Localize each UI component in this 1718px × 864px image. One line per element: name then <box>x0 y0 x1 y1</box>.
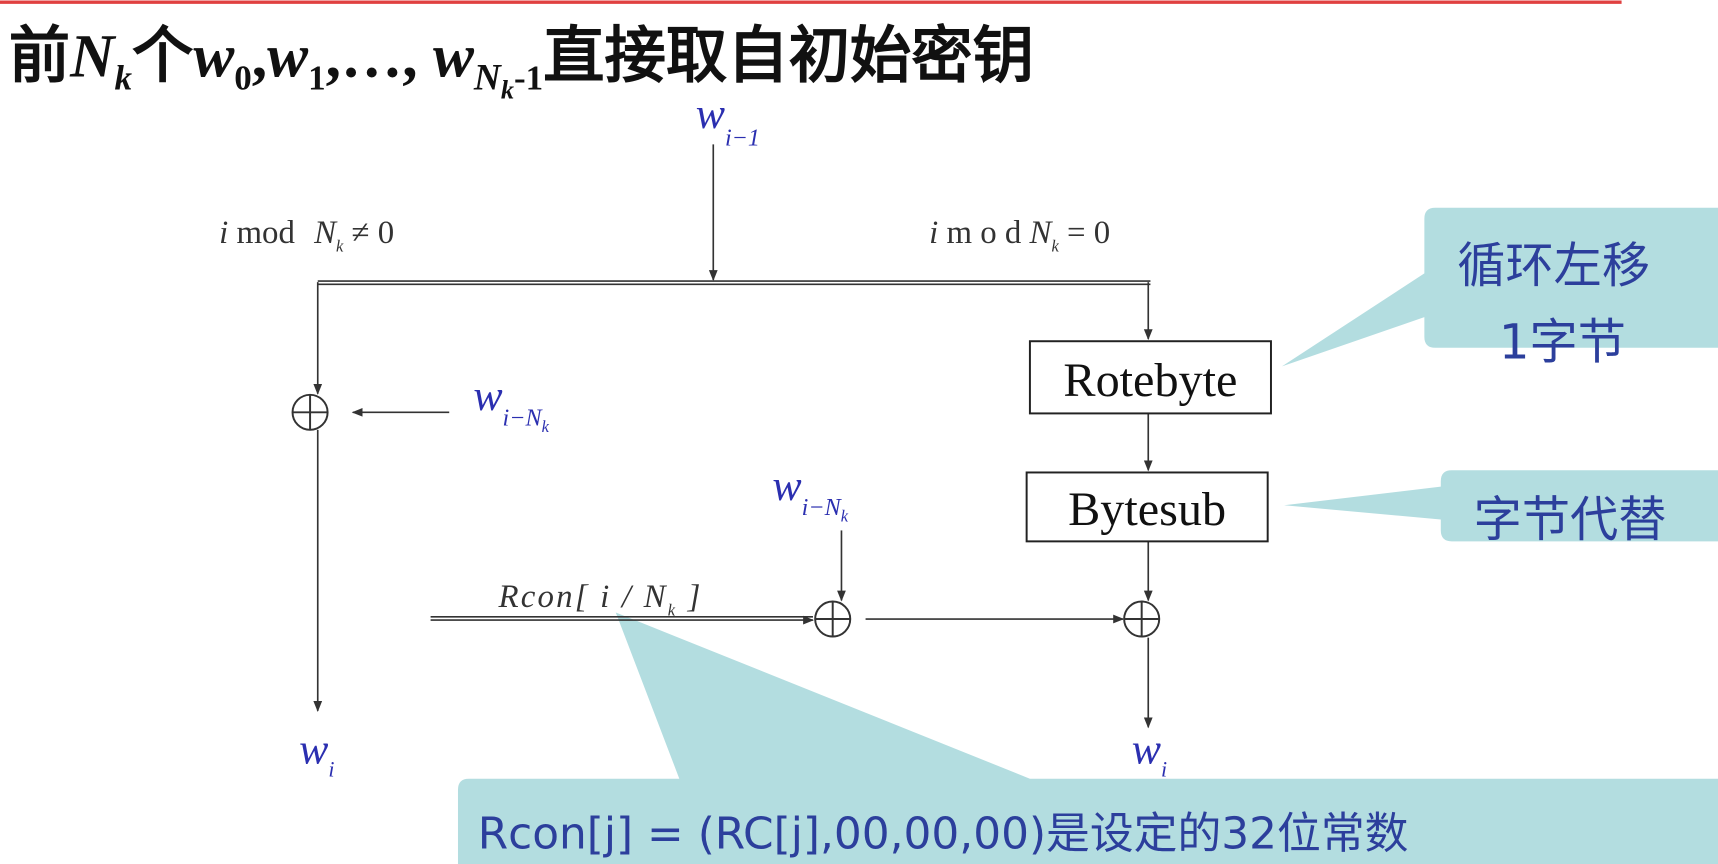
callout-rcon-bubble <box>457 612 1718 864</box>
flow-lines <box>313 144 1153 729</box>
xor-right-icon <box>1123 600 1161 638</box>
callout-rotate-line1: 循环左移 <box>1457 238 1650 294</box>
xor-mid-icon <box>814 600 852 638</box>
callout-rotate-line2: 1字节 <box>1499 315 1626 371</box>
w-out-right-label: wi <box>1132 725 1167 781</box>
cond-left-label: i mod Nk ≠ 0 <box>219 215 394 256</box>
callout-subst: 字节代替 <box>1474 492 1667 548</box>
w-prev-label: wi−1 <box>696 90 760 151</box>
w-mid-input-label: wi−Nk <box>772 462 848 526</box>
w-out-left-label: wi <box>299 725 334 781</box>
callout-rcon-note: Rcon[j] = (RC[j],00,00,00)是设定的32位常数 <box>478 809 1409 860</box>
bytesub-label: Bytesub <box>1068 483 1226 536</box>
rcon-label: Rcon[ i / Nk ] <box>498 579 703 620</box>
rotebyte-label: Rotebyte <box>1063 354 1237 407</box>
cond-right-label: i m o d Nk = 0 <box>929 215 1110 256</box>
slide-title: 前Nk个w0,w1,…, wNk-1直接取自初始密钥 <box>9 21 1034 105</box>
w-left-input-label: wi−Nk <box>473 372 549 436</box>
callout-rotate-bubble <box>1281 207 1718 367</box>
xor-left-icon <box>291 393 329 431</box>
callout-subst-bubble <box>1284 470 1718 542</box>
bytesub-box <box>1025 471 1269 543</box>
callout-shapes <box>457 207 1718 864</box>
rotebyte-box <box>1028 340 1272 415</box>
